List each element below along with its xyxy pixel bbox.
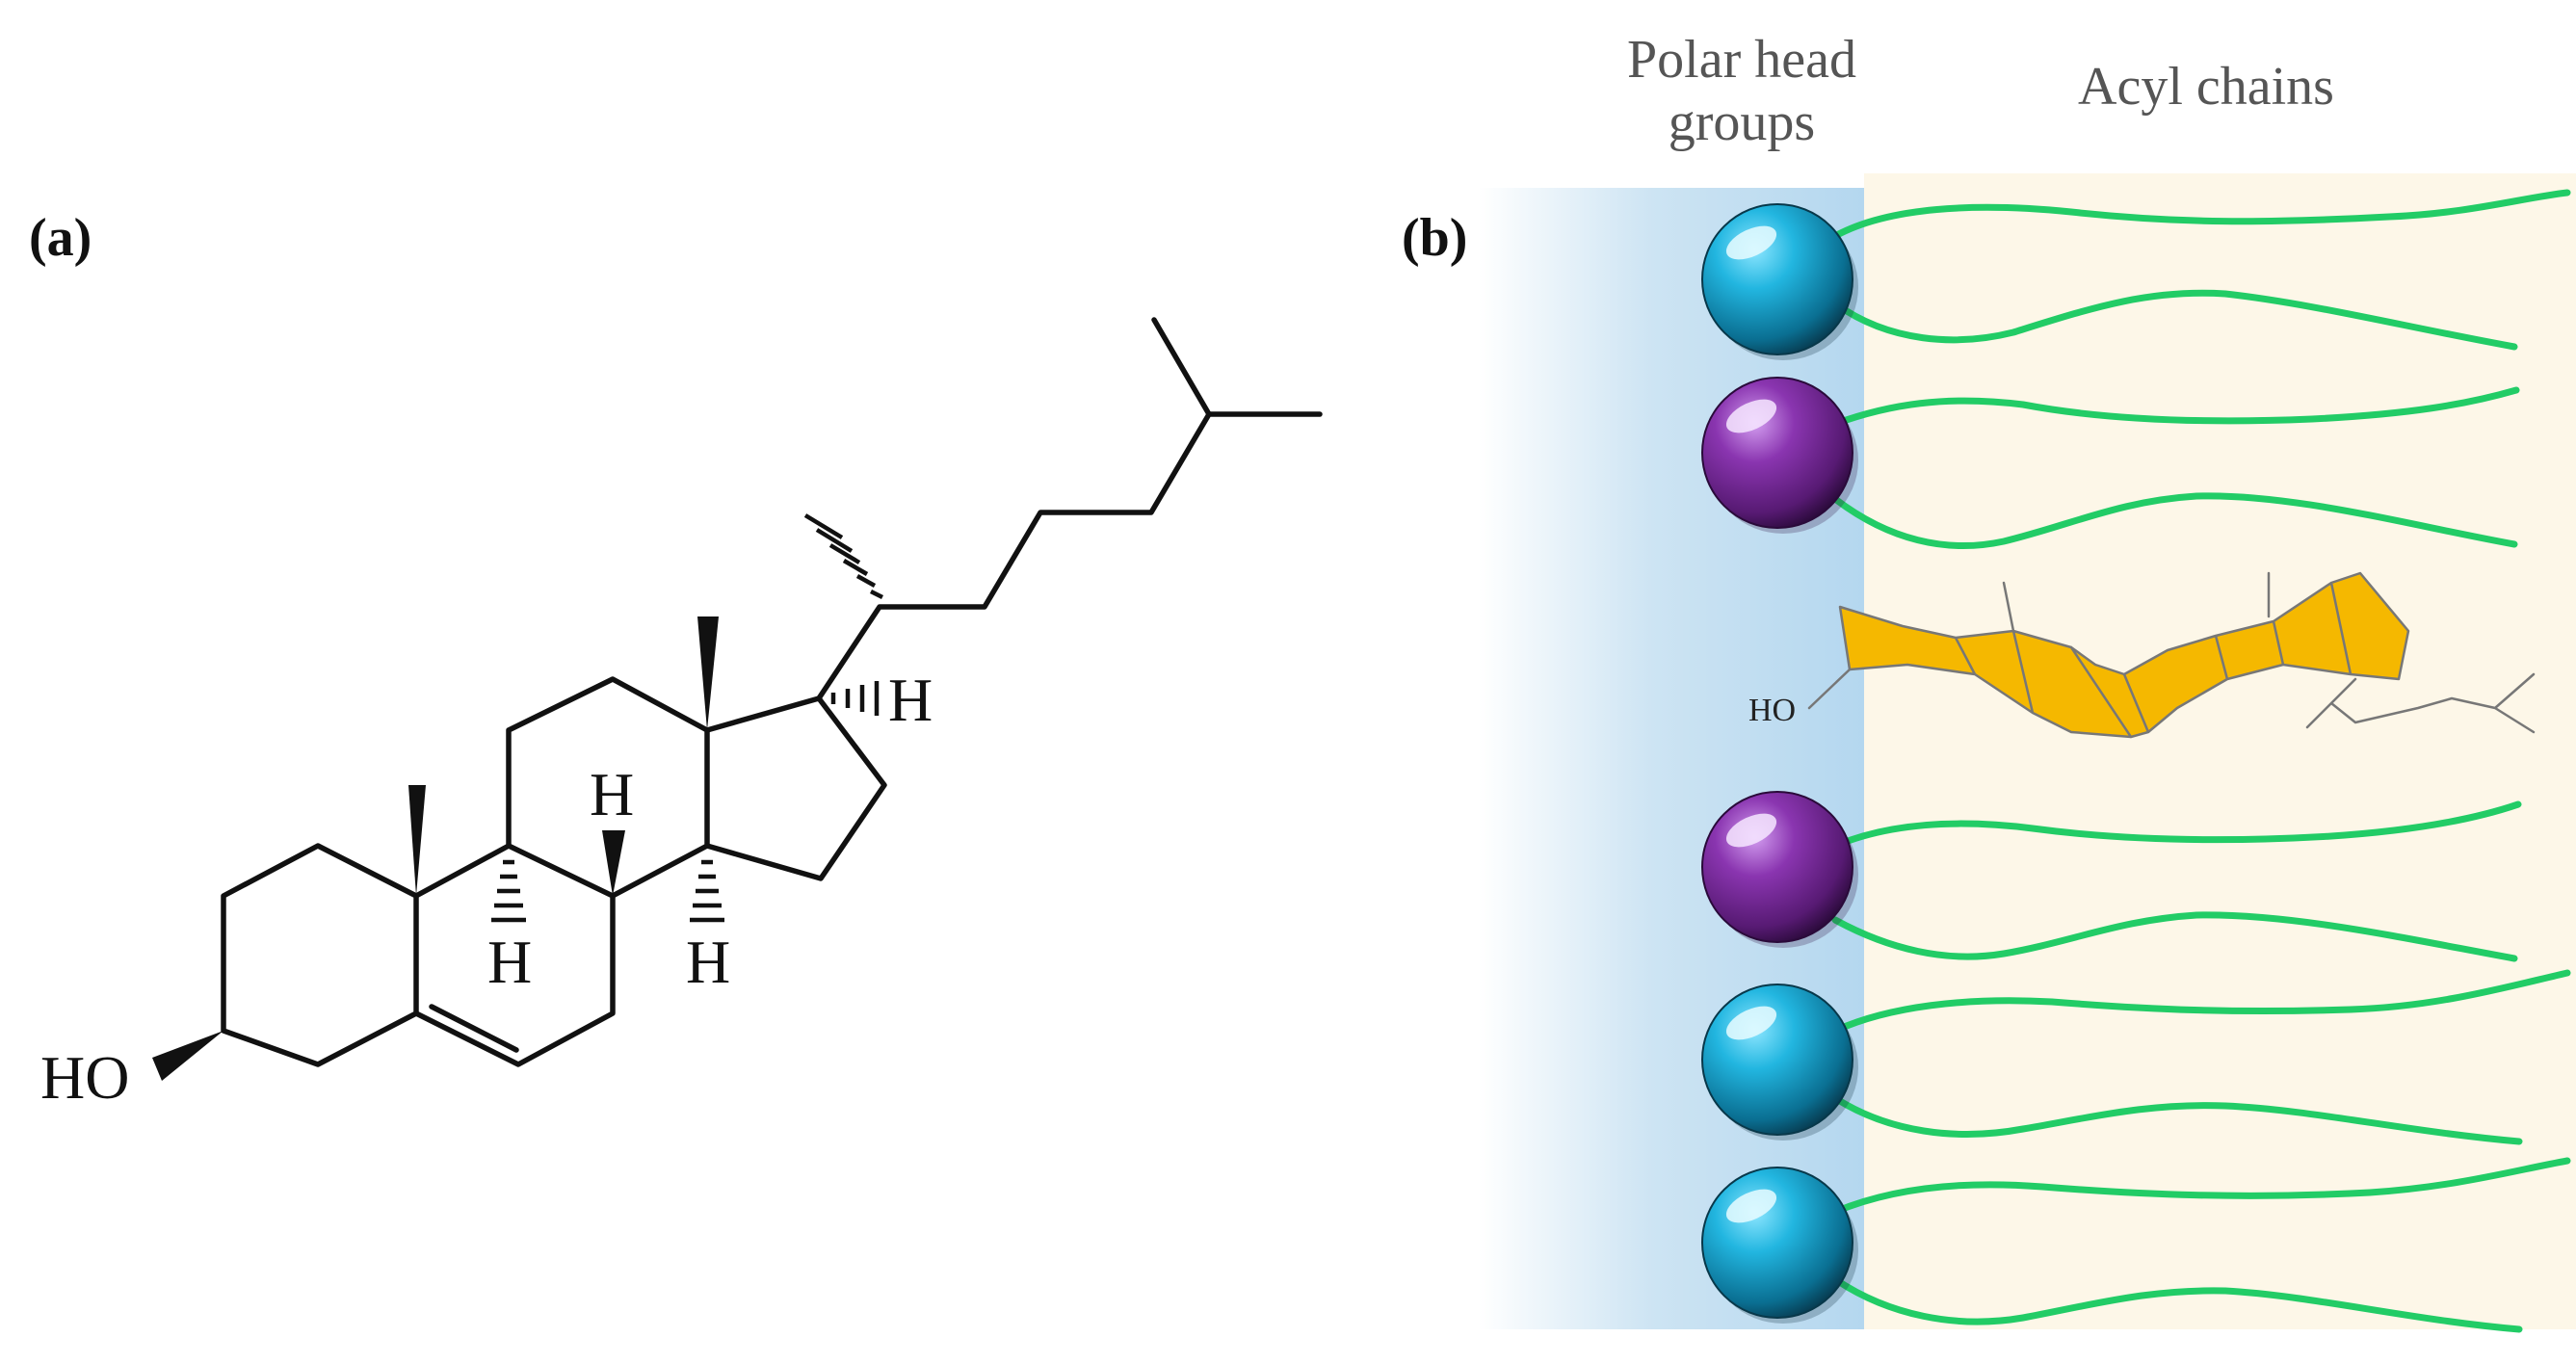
c9-hydrogen-label: H: [487, 928, 532, 996]
head-group-purple: [1701, 377, 1858, 534]
ring-c: [506, 676, 710, 899]
c14-hydrogen-label: H: [686, 928, 730, 996]
acyl-tail: [1831, 1094, 2523, 1145]
panel-a-label: (a): [29, 208, 92, 268]
sterol-side-chain: [2305, 672, 2536, 734]
sterol-ring-system: [1840, 573, 2408, 737]
sterol-ring-edges: [1838, 571, 2410, 739]
side-chain: [816, 411, 1323, 701]
acyl-tail: [1831, 492, 2518, 550]
head-groups: [1701, 203, 1858, 1324]
c8-hydrogen-label: H: [590, 760, 634, 828]
panel-a: (a): [29, 208, 1323, 1112]
acyl-tail: [1831, 1157, 2571, 1216]
ho-wedge: [152, 1031, 223, 1081]
lipid-region: [1864, 173, 2576, 1329]
head-group-teal: [1701, 984, 1858, 1141]
sterol-hydroxyl-bond: [1807, 668, 1852, 710]
acyl-tail: [1831, 386, 2520, 428]
panel-b: (b) Polar head groups Acyl chains: [1402, 30, 2576, 1333]
membrane-cholesterol: HO: [1748, 571, 2536, 739]
acyl-tail: [1831, 1275, 2523, 1333]
polar-head-header-line1: Polar head: [1627, 30, 1856, 90]
c13-methyl-wedge: [697, 616, 719, 730]
c8-h-wedge: [602, 830, 625, 896]
c20-methyl-hash: [803, 513, 884, 600]
acyl-tail: [1831, 911, 2518, 962]
acyl-tails: [1831, 189, 2571, 1333]
aqueous-region: [1479, 188, 1864, 1329]
acyl-tail: [1831, 189, 2571, 240]
cholesterol-structure: HO H H H H: [40, 317, 1323, 1112]
double-bond: [429, 1004, 519, 1053]
panel-b-label: (b): [1402, 208, 1467, 268]
isopropyl-branch: [1151, 317, 1212, 417]
sterol-hydroxyl-label: HO: [1748, 693, 1796, 728]
acyl-tail: [1831, 800, 2522, 850]
ring-b: [413, 843, 616, 1067]
c17-hydrogen-label: H: [888, 666, 933, 734]
ring-a: [221, 843, 419, 1067]
acyl-tail: [1831, 969, 2571, 1035]
acyl-chains-header: Acyl chains: [2078, 57, 2334, 117]
c9-h-hash: [491, 859, 526, 923]
acyl-tail: [1831, 289, 2518, 351]
head-group-purple: [1701, 791, 1858, 948]
c10-methyl-wedge: [408, 785, 426, 896]
head-group-teal: [1701, 1167, 1858, 1324]
hydroxyl-label: HO: [40, 1043, 129, 1112]
polar-head-header-line2: groups: [1669, 92, 1815, 152]
c14-h-hash: [690, 859, 724, 923]
head-group-teal: [1701, 203, 1858, 360]
c17-h-hash: [830, 681, 880, 716]
ring-d: [704, 695, 887, 881]
